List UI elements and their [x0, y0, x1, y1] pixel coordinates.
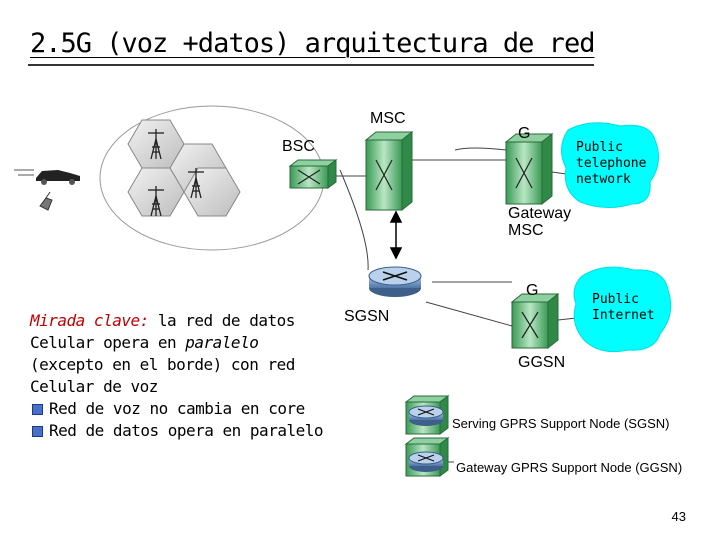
- bullet-2-text: Red de datos opera en paralelo: [49, 421, 323, 440]
- key-point-line2-italic: paralelo: [185, 333, 259, 352]
- sgsn-router-icon: [368, 266, 422, 297]
- internet-cloud: [573, 266, 672, 353]
- key-point-bullet-1: Red de voz no cambia en core: [30, 398, 350, 420]
- page-number: 43: [671, 509, 686, 524]
- key-point-line-3: (excepto en el borde) con red: [30, 355, 295, 374]
- key-point-heading: Mirada clave:: [30, 311, 149, 330]
- gateway-msc-label: Gateway MSC: [508, 205, 571, 239]
- mobile-user-icon: [39, 191, 53, 211]
- gateway-msc-label-line1: Gateway: [508, 205, 572, 222]
- bullet-square-icon: [32, 403, 43, 415]
- ggsn-label: GGSN: [518, 354, 566, 371]
- bullet-1-text: Red de voz no cambia en core: [49, 399, 305, 418]
- gateway-g-label: G: [518, 125, 531, 142]
- telephone-cloud-line3: network: [576, 172, 631, 187]
- key-point-line2-start: Celular opera en: [30, 333, 186, 352]
- car-icon: [14, 169, 80, 185]
- telephone-cloud-line1: Public: [576, 140, 623, 155]
- key-point-line-1: Mirada clave: la red de datos: [30, 310, 350, 332]
- title-underline: [28, 64, 594, 66]
- legend-ggsn-text: Gateway GPRS Support Node (GGSN): [456, 460, 683, 475]
- gateway-msc-label-line2: MSC: [508, 222, 544, 239]
- key-point-bullet-2: Red de datos opera en paralelo: [30, 420, 350, 442]
- internet-cloud-line1: Public: [592, 292, 639, 307]
- hex-cells: [127, 119, 241, 217]
- msc-label: MSC: [370, 110, 406, 127]
- msc-sgsn-arrow: [389, 210, 403, 260]
- legend-sgsn-text: Serving GPRS Support Node (SGSN): [452, 416, 670, 431]
- key-point-line-2: Celular opera en paralelo: [30, 332, 350, 354]
- bsc-switch-icon: [288, 159, 338, 189]
- key-point-text: Mirada clave: la red de datos Celular op…: [30, 310, 350, 442]
- hex-cell-4: [183, 167, 241, 217]
- key-point-line-4: Celular de voz: [30, 377, 158, 396]
- telephone-cloud-line2: telephone: [576, 156, 647, 171]
- msc-switch-icon: [364, 130, 414, 212]
- telephone-cloud-label: Public telephone network: [576, 140, 646, 188]
- sgsn-label: SGSN: [344, 308, 390, 325]
- key-point-line1-rest: la red de datos: [148, 311, 296, 330]
- bullet-square-icon: [32, 425, 43, 437]
- gateway-msc-switch-icon: [504, 132, 554, 206]
- ggsn-switch-icon: [510, 292, 560, 350]
- internet-cloud-line2: Internet: [592, 308, 655, 323]
- tower-icon: [148, 129, 204, 217]
- legend-sgsn-icon: [404, 395, 450, 435]
- slide-title: 2.5G (voz +datos) arquitectura de red: [30, 28, 595, 59]
- bsc-label: BSC: [282, 138, 315, 155]
- telephone-cloud: [561, 122, 660, 208]
- ggsn-g-label: G: [526, 282, 539, 299]
- legend-ggsn-icon: [404, 437, 454, 477]
- internet-cloud-label: Public Internet: [592, 292, 655, 324]
